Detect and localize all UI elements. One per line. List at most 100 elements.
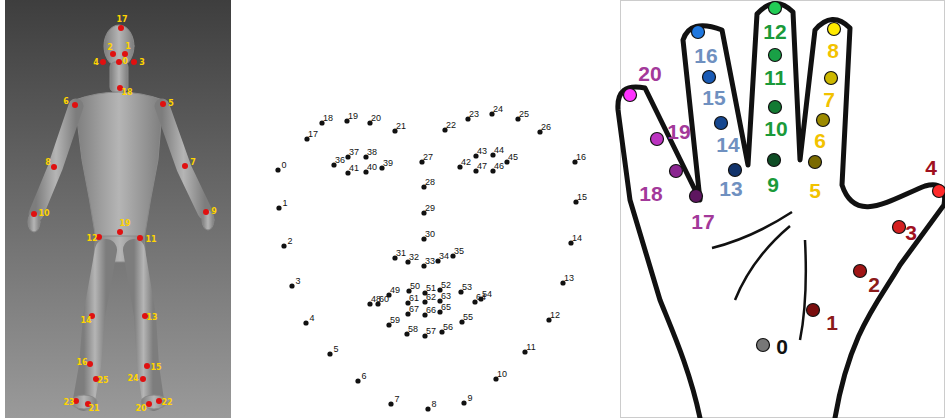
keypoint-dot [289,283,294,288]
callout-number: 2 [107,44,113,52]
callout-number: 15 [577,193,587,202]
callout-number: 3 [295,277,300,286]
keypoint-dot [893,221,906,234]
callout-number: 12 [763,21,786,42]
callout-number: 46 [494,162,504,171]
keypoint-dot [182,163,188,169]
callout-number: 6 [814,130,826,151]
callout-number: 37 [349,148,359,157]
callout-number: 7 [394,395,399,404]
callout-number: 8 [827,40,839,61]
callout-number: 14 [716,134,739,155]
callout-number: 38 [367,148,377,157]
callout-number: 6 [63,98,69,106]
callout-number: 18 [323,114,333,123]
callout-number: 13 [564,274,574,283]
keypoint-dot [303,320,308,325]
callout-number: 24 [493,105,503,114]
keypoint-dot [116,59,122,65]
callout-number: 56 [443,323,453,332]
callout-number: 42 [461,158,471,167]
callout-number: 21 [88,405,99,413]
callout-number: 19 [667,121,690,142]
keypoint-dot [51,164,57,170]
callout-number: 3 [905,222,917,243]
callout-number: 67 [409,305,419,314]
callout-number: 11 [764,67,786,88]
keypoint-dot [140,376,146,382]
keypoint-dot [933,185,945,198]
keypoint-dot [276,205,281,210]
callout-number: 51 [426,284,436,293]
callout-number: 20 [371,114,381,123]
palm-crease [712,212,792,248]
keypoint-dot [156,398,162,404]
keypoint-dot [715,117,728,130]
callout-number: 28 [425,178,435,187]
keypoint-dot [160,101,166,107]
body-panel [5,0,231,418]
callout-number: 58 [408,325,418,334]
keypoint-dot [122,51,128,57]
callout-number: 3 [139,59,145,67]
palm-crease [800,240,806,340]
callout-number: 61 [409,294,419,303]
callout-number: 14 [80,317,91,325]
keypoint-dot [327,351,332,356]
callout-number: 22 [161,399,172,407]
callout-number: 53 [462,283,472,292]
callout-number: 11 [526,343,535,352]
callout-number: 15 [150,364,161,372]
callout-number: 34 [439,252,449,261]
callout-number: 4 [93,59,99,67]
callout-number: 12 [550,311,560,320]
keypoint-dot [624,89,637,102]
callout-number: 1 [125,43,131,51]
callout-number: 2 [287,237,292,246]
callout-number: 50 [410,282,420,291]
keypoint-dot [769,101,782,114]
keypoint-dot [137,235,143,241]
callout-number: 18 [121,89,132,97]
callout-number: 14 [572,234,582,243]
keypoint-dot [828,23,841,36]
keypoint-dot [144,363,150,369]
callout-number: 17 [308,130,318,139]
keypoint-dot [768,154,781,167]
callout-number: 19 [348,112,358,121]
keypoint-dot [825,72,838,85]
callout-number: 41 [349,164,359,173]
hand-panel [621,1,945,418]
callout-number: 30 [425,230,435,239]
callout-number: 17 [116,16,127,24]
callout-number: 7 [823,89,835,110]
keypoint-dot [690,190,703,203]
keypoint-dot [461,400,466,405]
keypoint-dot [425,406,430,411]
callout-number: 10 [38,210,49,218]
callout-number: 60 [379,295,389,304]
callout-number: 16 [694,45,717,66]
callout-number: 29 [425,204,435,213]
callout-number: 1 [282,199,287,208]
callout-number: 57 [426,327,436,336]
keypoint-dot [807,304,820,317]
keypoint-dot [281,243,286,248]
hand-outline [618,3,945,418]
callout-number: 13 [146,314,157,322]
callout-number: 8 [431,400,436,409]
keypoint-dot [275,167,280,172]
callout-number: 6 [361,372,366,381]
callout-number: 32 [409,253,419,262]
callout-number: 20 [135,405,146,413]
keypoint-dot [31,211,37,217]
callout-number: 9 [767,174,779,195]
keypoint-dot [117,229,123,235]
callout-number: 62 [426,293,436,302]
callout-number: 12 [86,235,97,243]
callout-number: 25 [519,110,529,119]
callout-number: 10 [497,370,507,379]
keypoint-dot [757,339,770,352]
callout-number: 21 [396,122,406,131]
callout-number: 40 [367,163,377,172]
